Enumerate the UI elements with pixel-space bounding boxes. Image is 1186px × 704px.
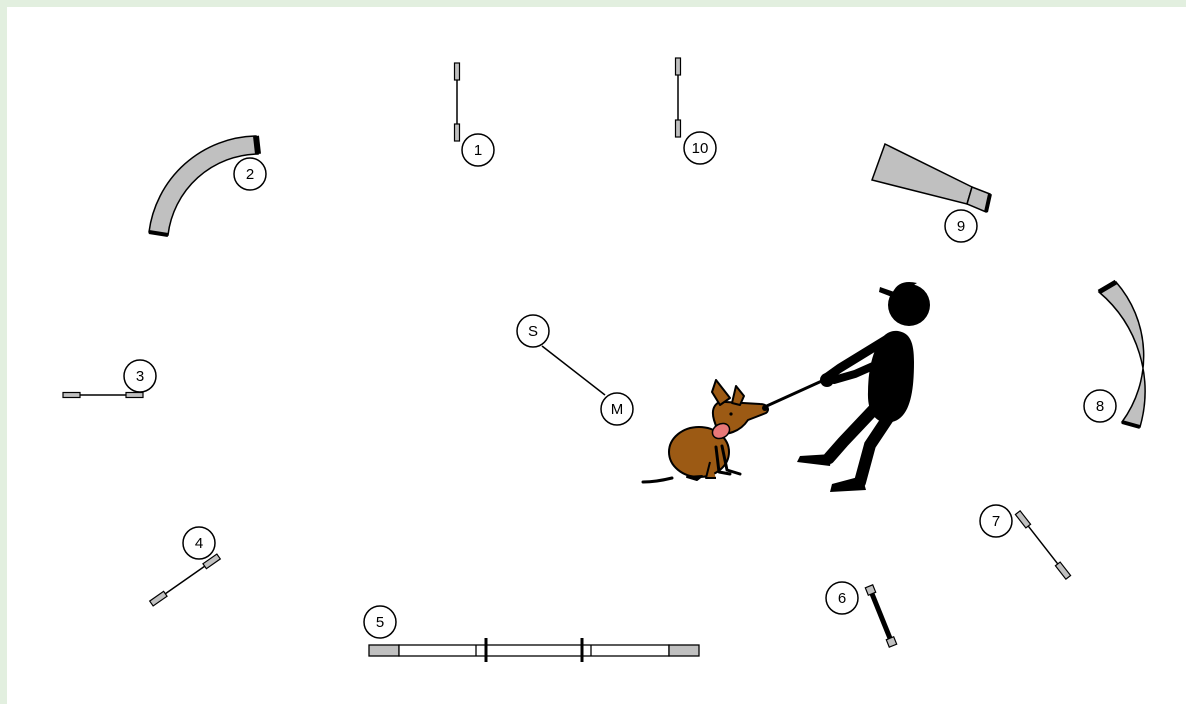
svg-text:3: 3 [136,368,144,385]
obstacle-number-8: 8 [1083,389,1117,423]
obstacle-number-4: 4 [182,526,216,560]
svg-text:5: 5 [376,614,384,631]
start-marker: S [516,314,550,348]
dogwalk-5[interactable] [368,638,700,662]
course-map-field: 1 10 2 3 4 [7,7,1186,704]
tunnel-8[interactable] [1097,279,1146,429]
jump-6[interactable] [864,584,898,648]
svg-text:2: 2 [246,166,254,183]
chute-9[interactable] [871,142,992,214]
svg-text:S: S [528,323,538,340]
svg-text:M: M [611,401,624,418]
svg-text:1: 1 [474,142,482,159]
obstacle-number-5: 5 [363,605,397,639]
jump-10[interactable] [674,57,682,138]
svg-text:10: 10 [692,140,709,157]
obstacle-number-1: 1 [461,133,495,167]
jump-4[interactable] [148,553,222,607]
jump-3[interactable] [62,391,144,399]
course-map: 1 10 2 3 4 [62,57,1146,662]
svg-text:8: 8 [1096,398,1104,415]
obstacle-number-2: 2 [233,157,267,191]
start-finish-line [541,345,606,396]
obstacle-number-10: 10 [683,131,717,165]
jump-7[interactable] [1014,510,1072,580]
obstacle-number-3: 3 [123,359,157,393]
dog-icon [641,379,769,484]
svg-text:7: 7 [992,513,1000,530]
svg-text:6: 6 [838,590,846,607]
tunnel-2[interactable] [148,135,261,237]
finish-marker: M [600,392,634,426]
svg-text:4: 4 [195,535,203,552]
leash [759,378,825,411]
obstacle-number-9: 9 [944,209,978,243]
obstacle-number-7: 7 [979,504,1013,538]
svg-text:9: 9 [957,218,965,235]
obstacle-number-6: 6 [825,581,859,615]
jump-1[interactable] [453,62,461,142]
handler-silhouette-icon [797,282,930,492]
